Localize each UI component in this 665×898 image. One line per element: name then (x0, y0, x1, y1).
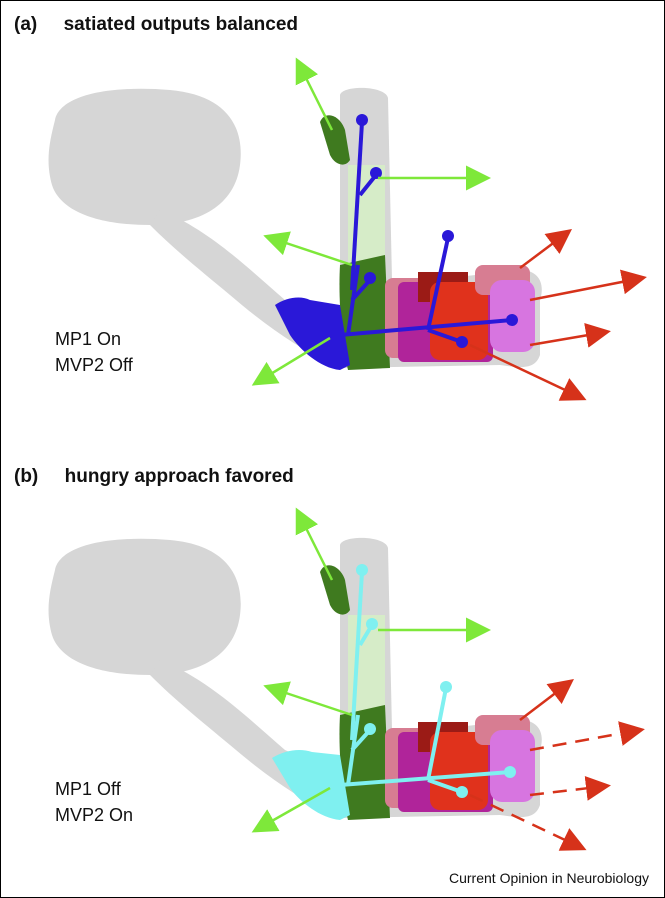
output-arrow (519, 678, 574, 721)
neuron-terminal (504, 766, 516, 778)
output-arrow-dashed (469, 721, 645, 851)
neuron-terminal (364, 723, 376, 735)
panel-a-diagram (48, 57, 647, 401)
calyx (48, 538, 241, 675)
alpha-tip-compartment (320, 115, 350, 165)
compartment-red (430, 282, 488, 360)
neuron-projection (339, 121, 513, 344)
neuron-terminal (356, 114, 368, 126)
neuron-projection (339, 571, 511, 794)
neuron-terminal (356, 564, 368, 576)
panel-a-state: MP1 On MVP2 Off (55, 326, 133, 378)
compartment-violet (490, 730, 535, 802)
alpha-tip-compartment (320, 565, 350, 615)
mvp2-state: MVP2 On (55, 805, 134, 825)
mvp2-state: MVP2 Off (55, 355, 133, 375)
output-arrow (251, 507, 491, 833)
neuron-terminal (440, 681, 452, 693)
neuron-terminal (364, 272, 376, 284)
neuron-terminal (506, 314, 518, 326)
journal-credit: Current Opinion in Neurobiology (449, 870, 649, 886)
mvp2-neuron-body (272, 750, 350, 820)
panel-b-diagram (48, 507, 645, 851)
mp1-state: MP1 Off (55, 779, 121, 799)
neuron-terminal (370, 167, 382, 179)
output-arrow (251, 57, 491, 386)
neuron-terminal (442, 230, 454, 242)
calyx (48, 88, 241, 225)
neuron-terminal (456, 336, 468, 348)
panel-a-title: (a) satiated outputs balanced (14, 14, 298, 35)
panel-b-state: MP1 Off MVP2 On (55, 776, 133, 828)
panel-b-title: (b) hungry approach favored (14, 466, 294, 487)
neuron-terminal (366, 618, 378, 630)
neuron-terminal (456, 786, 468, 798)
mp1-neuron-body (275, 297, 350, 370)
mp1-state: MP1 On (55, 329, 122, 349)
output-arrow (469, 229, 647, 401)
compartment-red (430, 732, 488, 810)
